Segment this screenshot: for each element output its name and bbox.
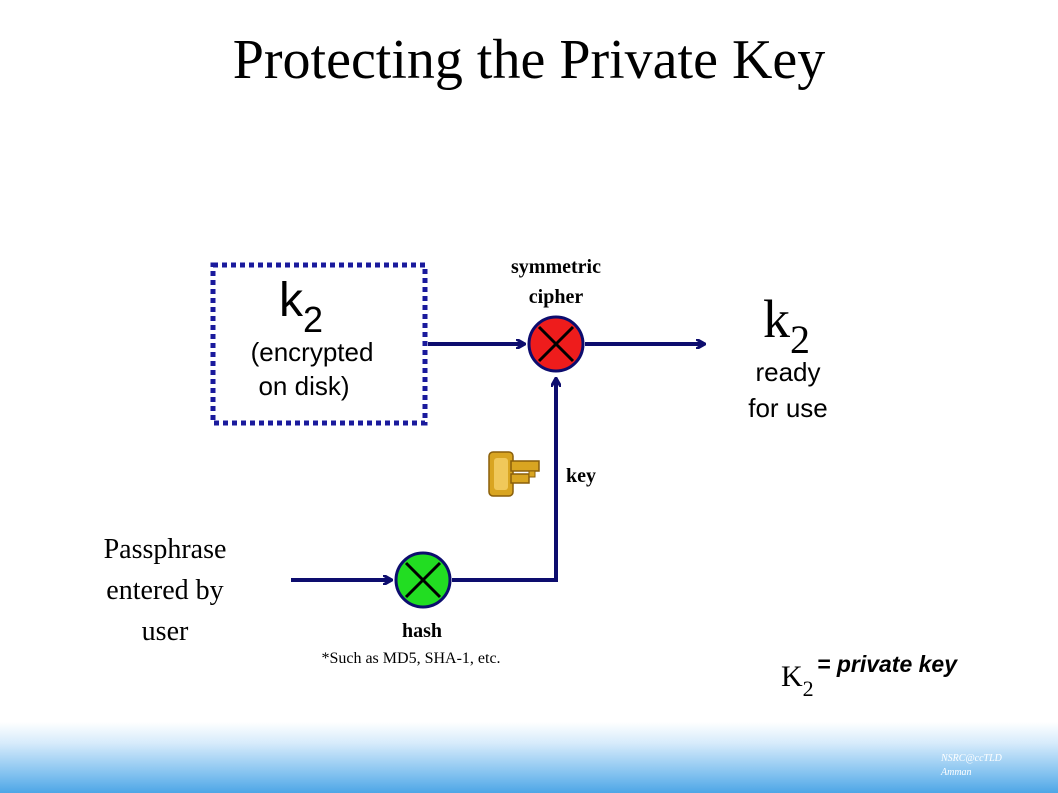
- passphrase-label: Passphrase entered by user: [104, 534, 227, 647]
- svg-text:user: user: [142, 616, 189, 647]
- key-label: key: [566, 465, 596, 487]
- ready-caption-line1: ready: [755, 357, 820, 387]
- legend-text: = private key: [817, 651, 958, 677]
- encrypted-key-label: k2 (encrypted on disk): [251, 274, 374, 401]
- cipher-node: [527, 315, 585, 373]
- arrow-hash-to-cipher: [452, 380, 556, 582]
- key-icon: [488, 451, 540, 497]
- ready-caption-line2: for use: [748, 393, 828, 423]
- cross-icon: [537, 325, 575, 363]
- svg-text:k2: k2: [279, 274, 323, 340]
- cross-icon: [404, 561, 442, 599]
- footer-bar: [0, 722, 1058, 793]
- svg-text:K2: K2: [781, 660, 814, 701]
- footer-line2: Amman: [941, 767, 972, 778]
- svg-text:Passphrase: Passphrase: [104, 534, 227, 565]
- encrypted-caption-line1: (encrypted: [251, 337, 374, 367]
- cipher-label-line1: symmetric: [511, 256, 601, 278]
- legend: K2 = private key: [781, 651, 958, 701]
- hash-node: [394, 551, 452, 609]
- svg-text:entered by: entered by: [106, 575, 223, 606]
- encrypted-key-box: [210, 262, 428, 426]
- svg-text:k2: k2: [763, 289, 810, 362]
- hash-note: *Such as MD5, SHA-1, etc.: [321, 650, 500, 667]
- footer-line1: NSRC@ccTLD: [941, 753, 1002, 764]
- hash-label: hash: [402, 620, 442, 642]
- footer-text: NSRC@ccTLD Amman: [941, 752, 1002, 780]
- ready-key-label: k2 ready for use: [748, 289, 828, 423]
- cipher-label-line2: cipher: [529, 286, 584, 308]
- page-title: Protecting the Private Key: [232, 29, 826, 91]
- encrypted-caption-line2: on disk): [258, 371, 349, 401]
